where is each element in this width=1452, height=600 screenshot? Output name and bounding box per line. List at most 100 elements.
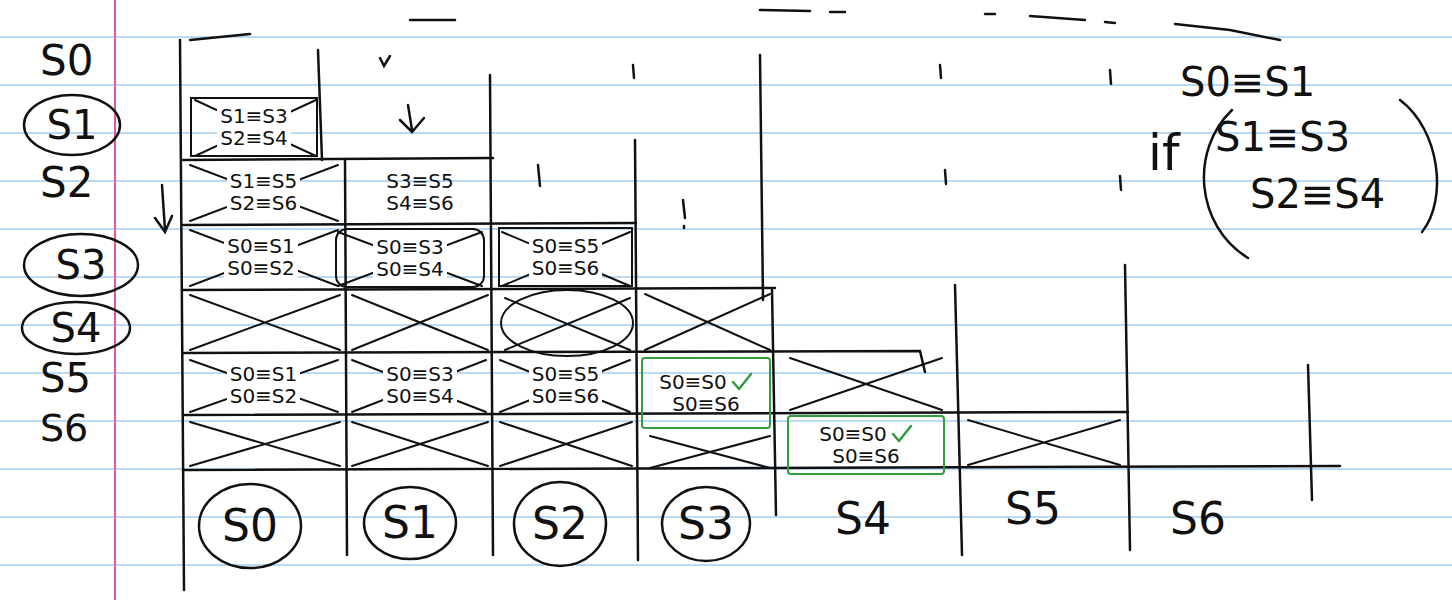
table-cell: S3≡S5S4≡S6: [350, 162, 490, 222]
state-name: S0: [222, 502, 278, 550]
state-circle: S4: [20, 300, 132, 356]
state-name: S1: [47, 103, 98, 147]
equivalence-pair: S0≡S6: [832, 445, 900, 467]
row-label: S0: [40, 38, 93, 84]
equivalence-pair: S0≡S2: [224, 257, 298, 279]
state-circle: S3: [660, 485, 752, 563]
table-cell: S0≡S1S0≡S2: [186, 227, 336, 287]
check-stroke: [893, 426, 911, 441]
top-dash: [760, 10, 845, 12]
right-paren: [1400, 100, 1437, 232]
state-circle: S0: [197, 482, 303, 570]
equivalence-pair: S2≡S4: [217, 127, 291, 149]
down-arrow: [400, 105, 424, 132]
state-circle: S1: [362, 485, 458, 561]
equivalence-pair: S1≡S3: [217, 105, 291, 127]
table-cell: S1≡S5S2≡S6: [186, 162, 341, 222]
tick-mark: [380, 56, 390, 66]
circle-stroke: [24, 234, 138, 296]
cross-mark: [352, 295, 488, 350]
ruled-line: [0, 325, 1452, 326]
cross-mark: [502, 232, 630, 286]
check-stroke: [733, 374, 751, 389]
cross-mark: [500, 360, 630, 412]
state-name: S1: [382, 499, 438, 547]
grid-line: [760, 55, 776, 515]
circle-stroke: [514, 482, 606, 566]
cross-mark: [190, 422, 340, 466]
cross-mark: [500, 422, 632, 466]
equivalence-pair: S0≡S5: [529, 235, 603, 257]
exclaim-mark: [683, 200, 685, 228]
equivalence-pair: S0≡S4: [383, 385, 457, 407]
exclaim-mark: [538, 165, 540, 186]
ruled-line: [0, 181, 1452, 182]
equivalence-pair: S4≡S6: [386, 192, 454, 214]
equivalence-pair: S0≡S0: [659, 371, 727, 393]
cross-mark: [650, 436, 770, 468]
down-arrow: [155, 185, 172, 232]
grid-line: [1308, 365, 1312, 500]
tick-mark: [633, 65, 1121, 190]
ruled-line: [0, 421, 1452, 422]
state-circle: S1: [22, 93, 122, 157]
equivalence-pair: S0≡S4: [373, 258, 447, 280]
grid-line: [635, 140, 638, 560]
equivalence-pair: S0≡S1: [224, 235, 298, 257]
cross-mark: [338, 232, 482, 286]
circle-stroke: [199, 484, 301, 568]
table-cell: S1≡S3S2≡S4: [190, 97, 318, 157]
table-cell: S0≡S5S0≡S6: [498, 227, 633, 287]
row-label: S5: [40, 356, 91, 400]
table-cell: S0≡S5S0≡S6: [498, 357, 633, 413]
cross-mark: [190, 165, 338, 221]
cross-mark: [505, 298, 630, 350]
table-grid: [180, 10, 1340, 590]
top-dash: [985, 14, 1115, 23]
note-text: S1≡S3: [1215, 115, 1350, 159]
pair-row: S0≡S0: [819, 423, 913, 445]
state-name: S2: [532, 500, 588, 548]
equivalence-pair: S0≡S6: [529, 257, 603, 279]
note-text: S0≡S1: [1180, 60, 1315, 104]
equivalence-pair: S0≡S6: [529, 385, 603, 407]
cross-mark: [968, 420, 1120, 465]
note-text: if: [1148, 126, 1180, 181]
grid-line: [183, 158, 493, 160]
state-name: S3: [56, 243, 107, 287]
table-cell: S0≡S3S0≡S4: [350, 357, 490, 413]
note-text: S2≡S4: [1250, 172, 1385, 216]
equivalence-pair: S0≡S6: [672, 393, 740, 415]
row-label: S6: [40, 408, 88, 450]
cross-mark: [190, 230, 338, 286]
equivalence-pair: S2≡S6: [227, 192, 301, 214]
top-dash: [190, 34, 250, 40]
cross-mark: [790, 358, 942, 410]
cross-outs: [190, 100, 1120, 468]
check-mark: [731, 372, 753, 392]
equivalence-pair: S0≡S5: [529, 363, 603, 385]
equivalence-pair: S0≡S1: [227, 363, 301, 385]
equivalence-pair: S0≡S3: [373, 236, 447, 258]
equivalence-pair: S3≡S5: [386, 170, 454, 192]
grid-line: [1125, 265, 1130, 550]
ruled-line: [0, 565, 1452, 566]
state-circle: S2: [512, 480, 608, 568]
circle-stroke: [364, 487, 456, 559]
state-name: S3: [678, 500, 734, 548]
grid-line: [490, 75, 493, 555]
column-label: S4: [835, 495, 891, 543]
cross-mark: [352, 422, 488, 466]
ruled-line: [0, 277, 1452, 278]
column-label: S5: [1005, 485, 1061, 533]
highlighted-cell: S0≡S0S0≡S6: [787, 415, 945, 475]
state-circle: S3: [22, 232, 140, 298]
circled-cross: [501, 290, 633, 356]
ruled-lines: [0, 37, 1452, 565]
check-mark: [891, 424, 913, 444]
circle-stroke: [22, 302, 130, 354]
grid-line: [183, 412, 1128, 415]
pair-row: S0≡S0: [659, 371, 753, 393]
equivalence-pair: S0≡S0: [819, 423, 887, 445]
